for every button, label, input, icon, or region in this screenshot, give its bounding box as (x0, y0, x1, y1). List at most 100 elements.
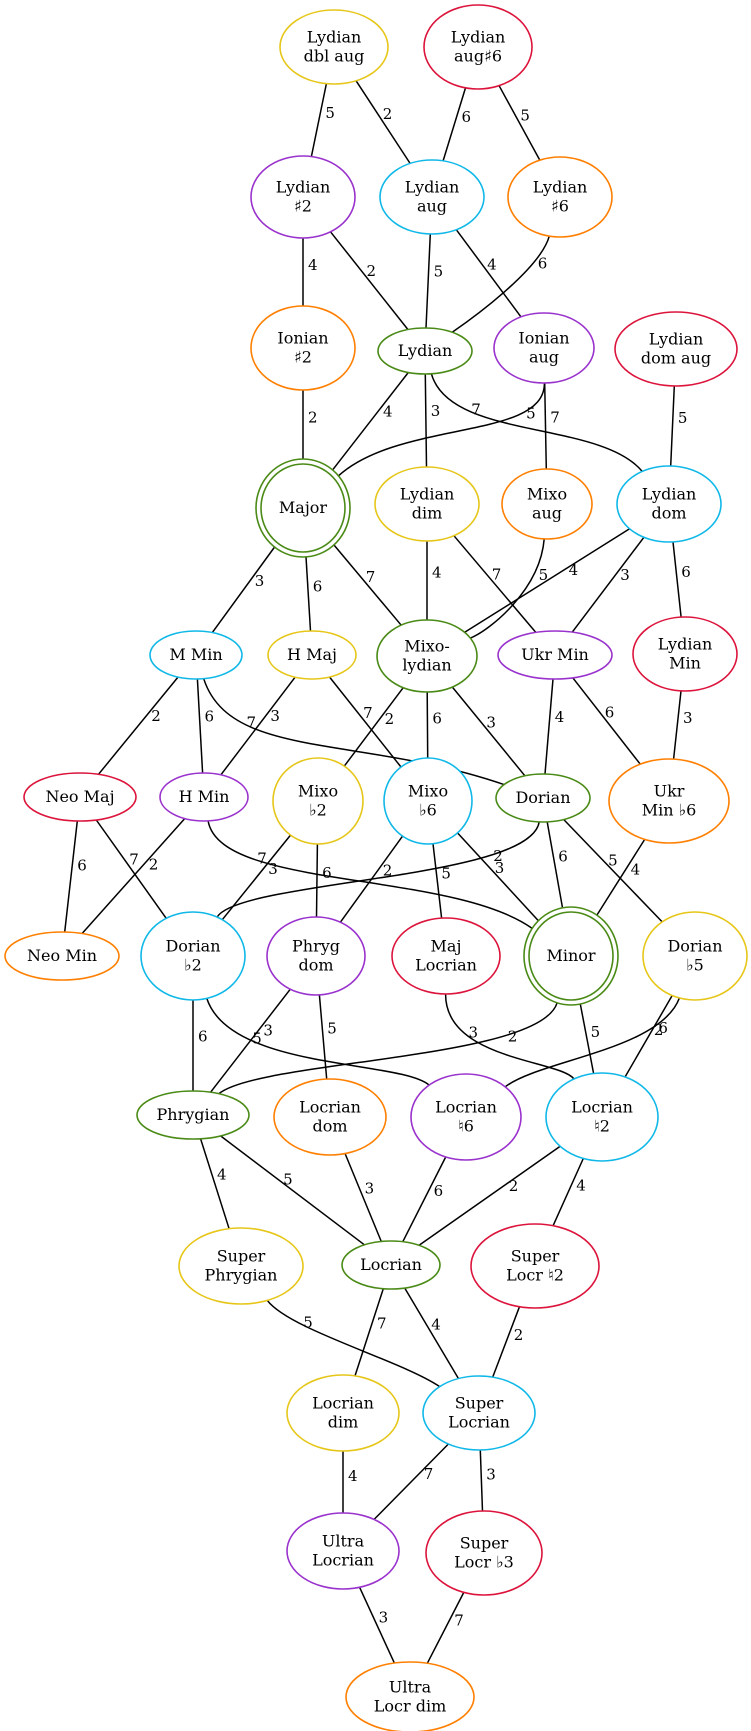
edge-label: 7 (366, 568, 376, 586)
edge-label: 3 (486, 1465, 496, 1483)
edge-super_phrygian-to-super_locrian: 5 (266, 1299, 441, 1388)
edge-line (470, 538, 545, 639)
node-label: Lydian (400, 485, 455, 504)
node-label: aug♯6 (454, 47, 502, 66)
edge-lydian_s2-to-lydian: 2 (329, 231, 409, 331)
node-phrygian: Phrygian (136, 1090, 250, 1140)
node-label: Locrian (448, 1413, 510, 1432)
node-ellipse (379, 159, 485, 235)
edge-line (453, 535, 537, 633)
edge-line (672, 690, 682, 760)
edge-line (426, 691, 429, 759)
edge-lydian_dom-to-mixolydian: 4 (464, 528, 630, 633)
edge-line (546, 821, 564, 908)
edge-dorian_b5-to-locrian_n2: 6 (624, 995, 673, 1078)
node-mixo-b6: Mixo♭6 (383, 757, 473, 845)
edge-label: 2 (509, 1177, 519, 1195)
edge-lydian_s6-to-lydian: 6 (451, 235, 551, 333)
edge-major-to-m_min: 3 (211, 546, 276, 634)
node-locrian-n6: Locrian♮6 (410, 1073, 522, 1161)
edge-label: 2 (149, 856, 159, 874)
node-ellipse (286, 1374, 400, 1452)
node-ellipse (470, 1223, 600, 1309)
edge-label: 6 (658, 1019, 668, 1037)
edge-label: 6 (558, 847, 568, 865)
node-label: Mixo (408, 782, 448, 801)
node-label: Lydian (533, 178, 588, 197)
edge-locrian_n2-to-super_locr_n2: 4 (552, 1158, 586, 1227)
edge-line (305, 556, 312, 632)
edge-label: 5 (441, 865, 451, 883)
node-label: dom (651, 504, 686, 523)
node-h-maj: H Maj (267, 630, 357, 680)
edge-label: 3 (486, 714, 496, 732)
edge-line (404, 1287, 460, 1379)
edge-label: 3 (255, 572, 265, 590)
edge-line (543, 382, 548, 470)
edge-label: 4 (383, 403, 393, 421)
node-ellipse (136, 1090, 250, 1140)
node-ellipse (642, 911, 748, 1001)
edge-line (444, 993, 575, 1080)
node-label: Lydian (276, 178, 331, 197)
node-major: Major (255, 458, 351, 558)
node-label: Neo Min (27, 946, 97, 965)
node-label: Locrian (571, 1098, 633, 1117)
edge-dorian-to-dorian_b2: 2 (216, 821, 540, 918)
edge-line (432, 843, 443, 919)
node-m-min: M Min (149, 630, 243, 680)
node-ellipse (4, 931, 120, 981)
node-dorian-b2: Dorian♭2 (140, 911, 246, 1001)
edge-line (332, 372, 409, 471)
edge-label: 5 (608, 852, 618, 870)
edge-line (207, 820, 533, 930)
edge-line (425, 233, 432, 329)
edge-label: 5 (539, 566, 549, 584)
edge-label: 7 (363, 704, 373, 722)
edge-lydian_aug-to-ionian_aug: 4 (455, 229, 522, 318)
edge-label: 3 (270, 707, 280, 725)
edge-h_maj-to-h_min: 3 (220, 676, 296, 776)
edge-line (355, 80, 411, 164)
edge-label: 2 (514, 1326, 524, 1344)
edge-line (358, 1586, 396, 1664)
node-label: dom (298, 956, 333, 975)
edge-label: 6 (198, 1027, 208, 1045)
edge-minor-to-locrian_n2: 5 (579, 1003, 600, 1074)
edge-phryg_dom-to-phrygian: 3 (210, 988, 291, 1093)
node-inner-ellipse (528, 911, 614, 1001)
node-label: ♭5 (686, 956, 704, 975)
edge-line (328, 676, 402, 768)
node-label: ♮2 (594, 1117, 610, 1136)
node-label: Super (460, 1534, 509, 1553)
node-label: Min (669, 654, 701, 673)
edge-line (211, 546, 276, 634)
edge-line (402, 1156, 447, 1243)
edge-line (329, 231, 409, 331)
node-ellipse (410, 1073, 522, 1161)
edge-label: 4 (348, 1467, 358, 1485)
node-lydian: Lydian (377, 327, 473, 375)
edge-label: 4 (487, 256, 497, 274)
node-locrian: Locrian (341, 1240, 441, 1290)
node-ellipse (495, 773, 591, 823)
node-label: ♯2 (294, 197, 312, 216)
node-mixolydian: Mixo-lydian (376, 619, 478, 693)
edge-line (337, 382, 546, 477)
edge-m_min-to-neo_maj: 2 (97, 676, 179, 775)
edge-mixo_b6-to-maj_locrian: 5 (432, 843, 451, 919)
node-label: Mixo (527, 485, 567, 504)
edge-label: 7 (471, 401, 481, 419)
edge-label: 3 (431, 402, 441, 420)
node-ellipse (497, 630, 613, 680)
edge-lydian-to-lydian_dim: 3 (424, 373, 441, 468)
